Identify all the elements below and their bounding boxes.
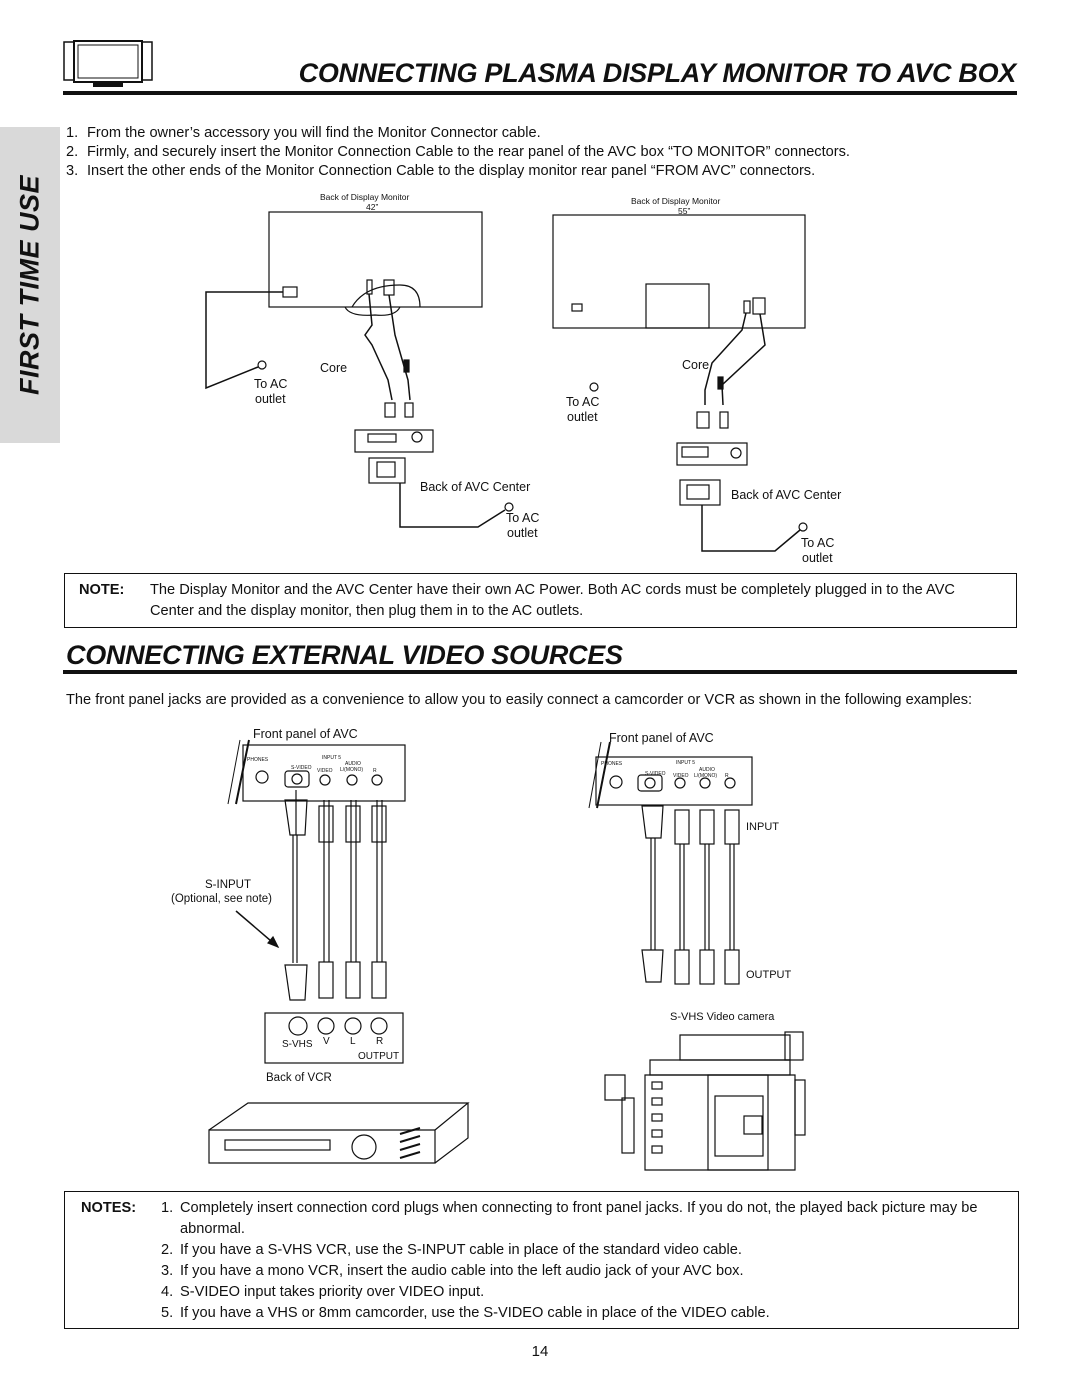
left-front-panel-title: Front panel of AVC: [253, 727, 358, 741]
notes-item: 1.Completely insert connection cord plug…: [161, 1200, 978, 1237]
section-intro: The front panel jacks are provided as a …: [66, 692, 973, 708]
left-lmono-label: L/(MONO): [340, 767, 364, 773]
front-panel-diagram: [0, 730, 1080, 1180]
camera-label: S-VHS Video camera: [670, 1011, 775, 1023]
left-audio-label: AUDIO: [345, 761, 361, 767]
s-input-label: S-INPUT: [205, 879, 251, 891]
right-lmono-label: L/(MONO): [694, 773, 718, 779]
right-phones-label: PHONES: [601, 761, 623, 767]
vcr-r-label: R: [376, 1036, 384, 1047]
step-item: 3.Insert the other ends of the Monitor C…: [66, 163, 816, 179]
section-rule: [63, 670, 1017, 674]
section-tab: FIRST TIME USE: [0, 127, 60, 443]
right-core-label: Core: [682, 358, 710, 372]
note-label: NOTE:: [79, 582, 125, 598]
right-input5-label: INPUT 5: [676, 760, 696, 766]
right-svideo-label: S-VIDEO: [645, 771, 666, 777]
left-phones-label: PHONES: [247, 757, 269, 763]
left-core-label: Core: [320, 361, 348, 375]
monitor-42-outline: [268, 211, 483, 316]
right-ac2-label: To AC: [801, 536, 835, 550]
left-monitor-title: Back of Display Monitor: [320, 192, 410, 202]
notes-box: NOTES: 1.Completely insert connection co…: [64, 1191, 1019, 1329]
notes-label: NOTES:: [81, 1200, 137, 1216]
left-svideo-label: S-VIDEO: [291, 765, 312, 771]
right-ac-label: To AC: [566, 395, 600, 409]
left-monitor-size: 42”: [366, 202, 379, 212]
page-number: 14: [531, 1343, 549, 1360]
right-monitor-size: 55”: [678, 206, 691, 216]
left-ac2-label: To AC: [506, 511, 540, 525]
left-ac-label: To AC: [254, 377, 288, 391]
step-item: 2.Firmly, and securely insert the Monito…: [66, 144, 850, 160]
left-avc-label: Back of AVC Center: [420, 480, 531, 494]
right-r-label: R: [725, 773, 729, 779]
notes-item: 2.If you have a S-VHS VCR, use the S-INP…: [161, 1242, 742, 1258]
right-audio-label: AUDIO: [699, 767, 715, 773]
vcr-label: Back of VCR: [266, 1072, 332, 1084]
vcr-l-label: L: [350, 1036, 356, 1047]
right-front-panel-title: Front panel of AVC: [609, 731, 714, 745]
right-video-label: VIDEO: [673, 773, 689, 779]
right-ac2-label-2: outlet: [802, 551, 833, 565]
notes-item: 4.S-VIDEO input takes priority over VIDE…: [161, 1284, 485, 1300]
left-input5-label: INPUT 5: [322, 755, 342, 761]
section-title: CONNECTING EXTERNAL VIDEO SOURCES: [66, 640, 623, 670]
note-text: The Display Monitor and the AVC Center h…: [150, 582, 955, 619]
left-r-label: R: [373, 768, 377, 774]
monitor-connection-diagram: [0, 185, 1080, 575]
left-ac-label-2: outlet: [255, 392, 286, 406]
left-ac2-label-2: outlet: [507, 526, 538, 540]
left-video-label: VIDEO: [317, 768, 333, 774]
right-monitor-title: Back of Display Monitor: [631, 196, 721, 206]
monitor-55-outline: [552, 214, 806, 329]
step-item: 1.From the owner’s accessory you will fi…: [66, 125, 541, 141]
note-box: NOTE: The Display Monitor and the AVC Ce…: [64, 573, 1017, 628]
s-input-note-label: (Optional, see note): [171, 893, 273, 905]
page-title: CONNECTING PLASMA DISPLAY MONITOR TO AVC…: [298, 58, 1017, 88]
right-ac-label-2: outlet: [567, 410, 598, 424]
vcr-output-label: OUTPUT: [358, 1051, 400, 1062]
title-rule: [63, 91, 1017, 95]
notes-list: 1.Completely insert connection cord plug…: [161, 1198, 1006, 1324]
notes-item: 5.If you have a VHS or 8mm camcorder, us…: [161, 1305, 770, 1321]
instruction-steps: 1.From the owner’s accessory you will fi…: [66, 124, 1026, 181]
vcr-svhs-label: S-VHS: [282, 1039, 313, 1050]
right-avc-label: Back of AVC Center: [731, 488, 842, 502]
vcr-v-label: V: [323, 1036, 330, 1047]
camera-output-label: OUTPUT: [746, 969, 792, 981]
notes-item: 3.If you have a mono VCR, insert the aud…: [161, 1263, 744, 1279]
camera-input-label: INPUT: [746, 821, 779, 833]
monitor-icon: [63, 40, 153, 92]
